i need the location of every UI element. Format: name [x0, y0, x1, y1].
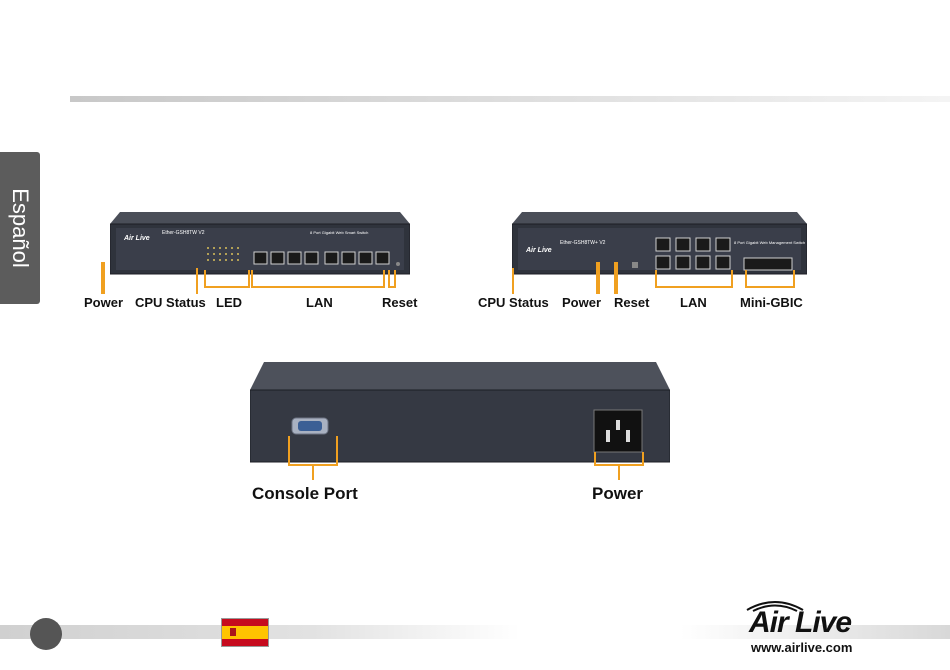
callout-console-stem [312, 466, 314, 480]
airlive-logo: Air Live www.airlive.com [745, 598, 885, 658]
callout-power-2 [596, 262, 600, 294]
callout-lan-2 [655, 270, 733, 288]
callout-reset-1 [388, 270, 396, 288]
callout-led [204, 270, 250, 288]
switch-front-panel-1: Air Live Ether-GSH8TW V2 8 Port Gigabit … [110, 212, 410, 276]
label-reset-1: Reset [382, 295, 417, 310]
callout-power-1 [101, 262, 105, 294]
model-desc-2: 8 Port Gigabit Web Management Switch [734, 240, 805, 245]
reset-button-1 [396, 262, 400, 266]
label-power-1: Power [84, 295, 123, 310]
mini-gbic-slots [744, 258, 792, 270]
callout-cpu-1 [196, 268, 198, 294]
callout-reset-2 [614, 262, 618, 294]
model-name-2: Ether-GSH8TW+ V2 [560, 240, 606, 246]
page-number-circle [30, 618, 62, 650]
brand-logo-small-2: Air Live [525, 247, 552, 254]
callout-lan-1 [251, 270, 385, 288]
label-power-2: Power [562, 295, 601, 310]
label-reset-2: Reset [614, 295, 649, 310]
spain-flag-icon [221, 618, 269, 647]
callout-cpu-2 [512, 268, 514, 294]
power-socket [594, 410, 642, 452]
brand-name: Air Live [749, 606, 851, 640]
label-console-port: Console Port [252, 484, 358, 504]
label-lan-1: LAN [306, 295, 333, 310]
label-cpu-status-1: CPU Status [135, 295, 206, 310]
callout-mini-gbic [745, 270, 795, 288]
language-label: Español [7, 188, 33, 268]
reset-button-2 [632, 262, 638, 268]
label-mini-gbic: Mini-GBIC [740, 295, 803, 310]
switch-front-panel-2: Air Live Ether-GSH8TW+ V2 8 Port Gigabit… [512, 212, 807, 276]
header-rule [70, 96, 950, 102]
label-rear-power: Power [592, 484, 643, 504]
callout-rear-power-stem [618, 466, 620, 480]
label-cpu-status-2: CPU Status [478, 295, 549, 310]
language-tab: Español [0, 152, 40, 304]
callout-rear-power [594, 452, 644, 466]
label-lan-2: LAN [680, 295, 707, 310]
model-name-1: Ether-GSH8TW V2 [162, 230, 205, 236]
label-led: LED [216, 295, 242, 310]
brand-logo-small: Air Live [123, 235, 150, 242]
callout-console-port [288, 436, 338, 466]
brand-url: www.airlive.com [751, 640, 852, 655]
model-desc-1: 8 Port Gigabit Web Smart Switch [310, 230, 368, 235]
